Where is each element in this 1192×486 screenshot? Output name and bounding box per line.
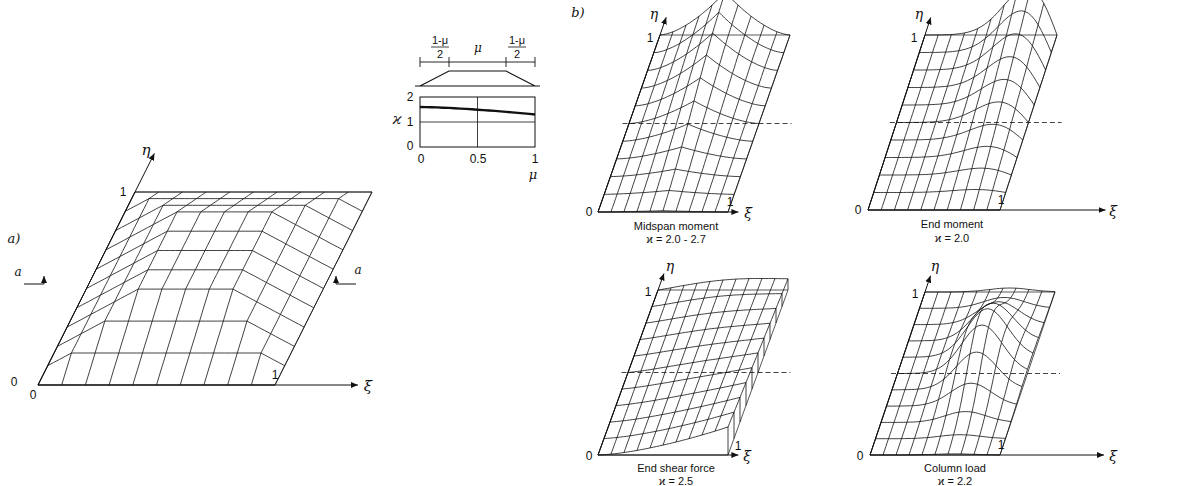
figure-label: Column load — [924, 463, 986, 474]
figure-label: 0 — [586, 450, 593, 462]
figure-label: ϰ = 2.2 — [938, 476, 972, 486]
figure-label: a — [14, 266, 21, 278]
figure-label: ϰ = 2.0 — [935, 233, 969, 244]
figure-label: 1 — [912, 288, 919, 300]
figure-label: Midspan moment — [634, 221, 718, 232]
figure-label: ξ — [1109, 449, 1117, 463]
figure-label: ϰ — [393, 112, 402, 126]
figure-label: μ — [529, 168, 537, 181]
figure-label: 1 — [407, 116, 414, 128]
figure-label: 1 — [120, 186, 127, 198]
figure-label: η — [915, 7, 923, 21]
figure-label: 0 — [407, 140, 414, 152]
figure-label: 1 — [532, 153, 539, 165]
figure-label: 0.5 — [470, 153, 487, 165]
figure-label: η — [650, 7, 658, 21]
figure-label: 1 — [911, 32, 918, 44]
figure-label: 1 — [272, 369, 279, 381]
figure-label: 0 — [30, 389, 37, 401]
figure-label: ϰ = 2.0 - 2.7 — [646, 234, 706, 245]
figure-label: 1 — [998, 439, 1005, 451]
figure-label: η — [931, 259, 939, 273]
figure-label: a) — [8, 232, 21, 245]
figure-label: 2 — [437, 49, 443, 60]
figure-label: b) — [571, 6, 584, 19]
figure-label: 0 — [418, 153, 425, 165]
figure-label: 0 — [857, 450, 864, 462]
figure-label: ξ — [743, 449, 751, 463]
figure-label: a — [354, 264, 361, 276]
figure-label: ξ — [364, 379, 372, 394]
figure-label: 1 — [735, 440, 742, 452]
figure-label: 2 — [407, 91, 414, 103]
figure-label: 0 — [586, 206, 593, 218]
figure-label: μ — [474, 42, 482, 54]
figure-label: 2 — [514, 49, 520, 60]
figure-label: ϰ = 2.5 — [659, 476, 693, 486]
figure-label: End shear force — [637, 463, 715, 474]
figure-label: 0 — [855, 204, 862, 216]
figure-label: 1 — [998, 194, 1005, 206]
figure-label: ξ — [1109, 204, 1117, 218]
figure-label: 1-μ — [509, 35, 525, 46]
figure-label: 1 — [727, 196, 734, 208]
figure-label: η — [142, 143, 151, 158]
figure-label: η — [666, 259, 674, 273]
figure-label: 0 — [11, 376, 18, 388]
figure-label: 1 — [647, 32, 654, 44]
figure-label: 1 — [645, 286, 652, 298]
figure-label: End moment — [921, 219, 983, 230]
figure-label: ξ — [744, 206, 752, 220]
figure-label: 1-μ — [432, 35, 448, 46]
